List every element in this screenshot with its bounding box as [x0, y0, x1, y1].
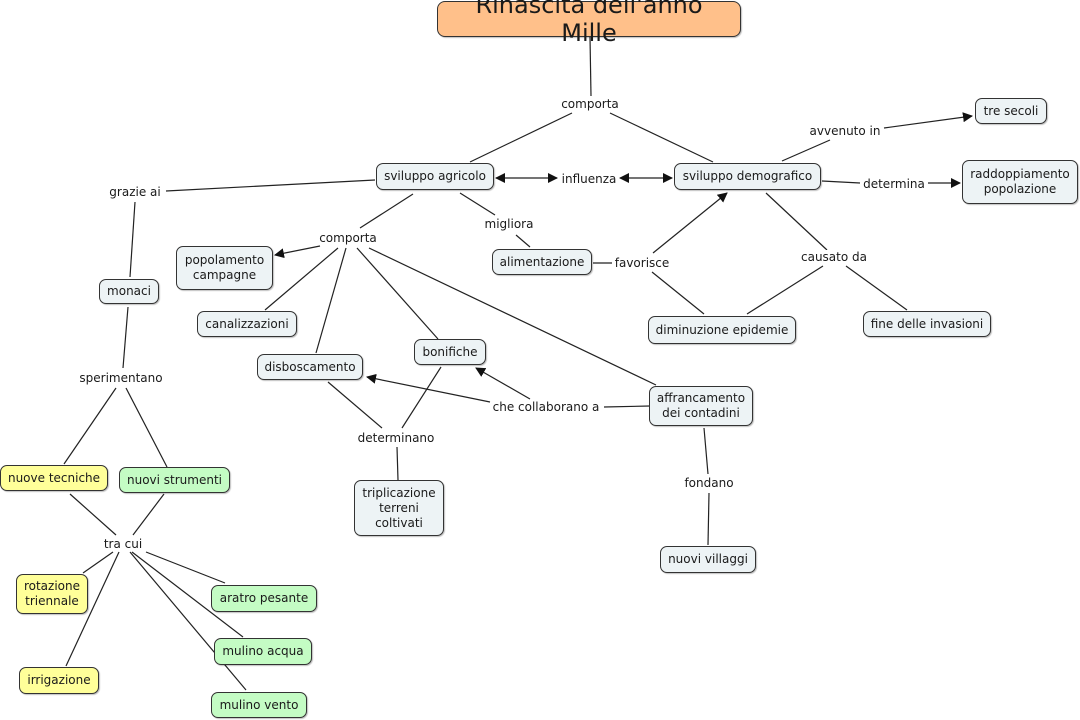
node-bonifiche[interactable]: bonifiche: [414, 339, 486, 365]
link-label-fondano: fondano: [682, 476, 736, 490]
title-node[interactable]: Rinascita dell'anno Mille: [437, 0, 741, 47]
link-label-comporta: comporta: [559, 97, 621, 111]
edge: [366, 373, 491, 403]
link-label-comporta-agricolo: comporta: [317, 231, 379, 245]
edge: [165, 179, 376, 192]
edge: [69, 493, 117, 536]
edge: [65, 551, 120, 667]
edge: [652, 192, 728, 254]
edge: [883, 112, 973, 129]
edge: [515, 234, 531, 248]
edge: [315, 247, 347, 354]
edge: [746, 265, 824, 315]
edge: [368, 247, 657, 386]
edge: [145, 551, 226, 584]
edge: [609, 112, 714, 163]
node-disboscamento[interactable]: disboscamento: [257, 354, 363, 380]
node-sviluppo-agricolo[interactable]: sviluppo agricolo: [376, 163, 494, 190]
edge: [356, 247, 439, 340]
edge: [129, 201, 136, 278]
edge: [765, 192, 828, 251]
link-label-avvenuto-in: avvenuto in: [807, 124, 883, 138]
edge: [327, 381, 383, 429]
edge: [63, 387, 117, 465]
edge: [603, 405, 651, 408]
node-popolamento-campagne[interactable]: popolamento campagne: [176, 246, 273, 290]
edge: [82, 551, 114, 574]
edge: [131, 551, 244, 638]
link-label-determinano: determinano: [355, 431, 437, 445]
node-monaci[interactable]: monaci: [99, 279, 159, 304]
node-aratro-pesante[interactable]: aratro pesante: [211, 585, 317, 612]
edge: [129, 551, 247, 691]
link-label-che-collaborano-a: che collaborano a: [490, 400, 602, 414]
node-irrigazione[interactable]: irrigazione: [19, 667, 99, 694]
edge: [396, 446, 399, 481]
edge: [475, 367, 531, 400]
edge: [132, 493, 165, 536]
node-raddoppiamento-popolazione[interactable]: raddoppiamento popolazione: [962, 160, 1078, 204]
node-triplicazione-terreni[interactable]: triplicazione terreni coltivati: [354, 480, 444, 536]
link-label-influenza: influenza: [559, 172, 619, 186]
link-label-tra-cui: tra cui: [101, 537, 145, 551]
node-canalizzazioni[interactable]: canalizzazioni: [197, 311, 297, 337]
edge: [703, 427, 709, 475]
edge: [821, 180, 861, 184]
edge: [359, 193, 414, 229]
node-sviluppo-demografico[interactable]: sviluppo demografico: [674, 163, 821, 190]
edge: [401, 366, 442, 429]
node-tre-secoli[interactable]: tre secoli: [975, 98, 1047, 124]
edge: [264, 247, 339, 311]
edge: [459, 192, 496, 216]
node-alimentazione[interactable]: alimentazione: [492, 249, 592, 275]
node-mulino-vento[interactable]: mulino vento: [211, 692, 307, 718]
link-label-sperimentano: sperimentano: [77, 371, 165, 385]
node-mulino-acqua[interactable]: mulino acqua: [214, 638, 312, 665]
node-affrancamento-contadini[interactable]: affrancamento dei contadini: [649, 386, 753, 426]
edge: [781, 139, 831, 162]
node-nuovi-strumenti[interactable]: nuovi strumenti: [119, 467, 230, 493]
node-diminuzione-epidemie[interactable]: diminuzione epidemie: [648, 316, 796, 344]
link-label-migliora: migliora: [482, 217, 536, 231]
edge: [589, 36, 592, 97]
edge: [125, 387, 168, 468]
node-fine-invasioni[interactable]: fine delle invasioni: [863, 311, 991, 337]
edge: [651, 271, 705, 315]
node-nuovi-villaggi[interactable]: nuovi villaggi: [660, 546, 756, 573]
link-label-favorisce: favorisce: [612, 256, 672, 270]
node-rotazione-triennale[interactable]: rotazione triennale: [16, 574, 88, 614]
edge: [122, 306, 129, 369]
edge: [707, 492, 710, 546]
link-label-grazie-ai: grazie ai: [107, 185, 163, 199]
edge: [274, 245, 321, 259]
edge: [469, 112, 573, 163]
edge: [845, 265, 908, 311]
link-label-determina: determina: [861, 177, 927, 191]
link-label-causato-da: causato da: [799, 250, 869, 264]
node-nuove-tecniche[interactable]: nuove tecniche: [0, 465, 108, 491]
